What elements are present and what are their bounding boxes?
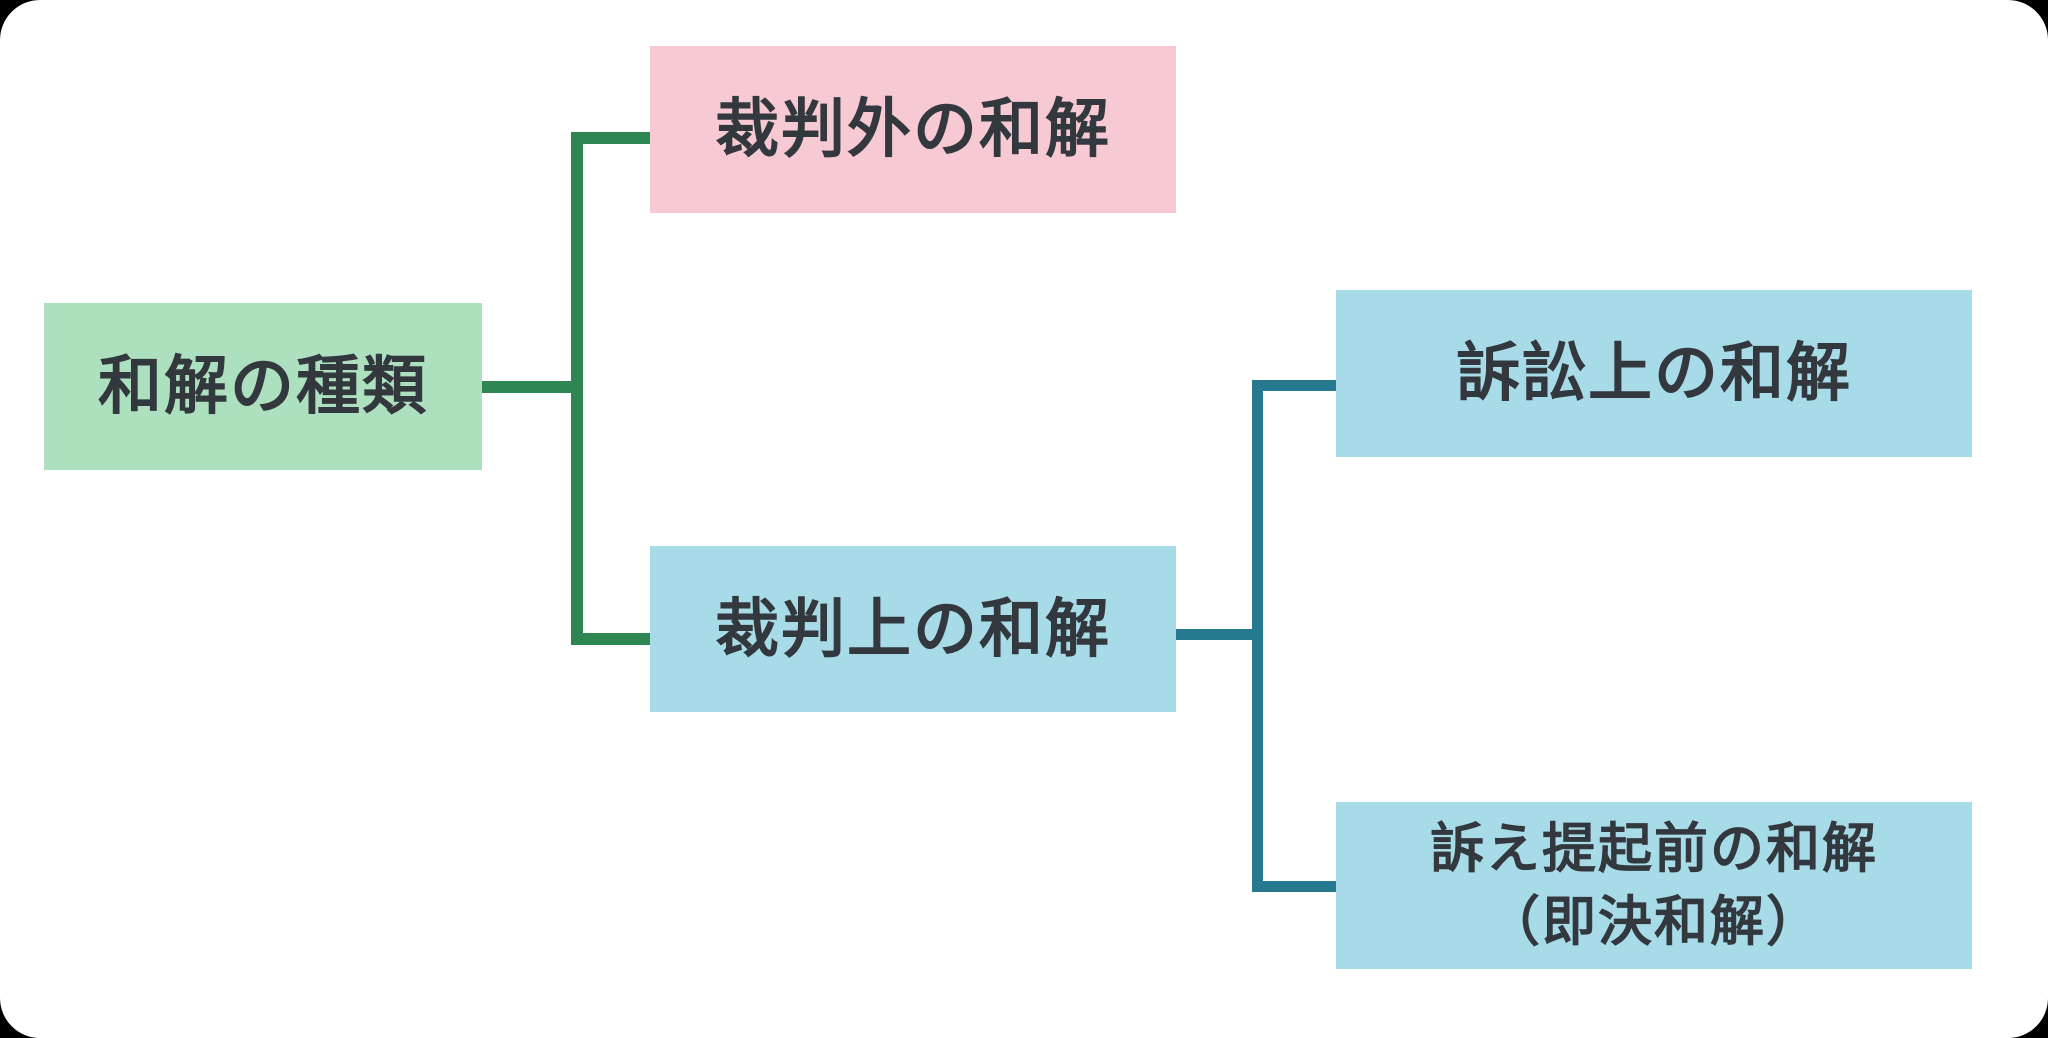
connector-to-in-court <box>571 633 650 645</box>
connector-level2-trunk <box>1252 380 1263 892</box>
node-out-of-court-settlement: 裁判外の和解 <box>650 46 1176 213</box>
node-in-court-settlement-label: 裁判上の和解 <box>715 592 1111 665</box>
node-pre-filing-settlement-label-line2: （即決和解） <box>1486 891 1822 952</box>
node-litigation-settlement: 訴訟上の和解 <box>1336 290 1972 457</box>
node-pre-filing-settlement-label-line1: 訴え提起前の和解 <box>1430 818 1878 879</box>
node-out-of-court-settlement-label: 裁判外の和解 <box>715 93 1111 166</box>
connector-to-out-of-court <box>571 132 650 144</box>
connector-incourt-to-trunk <box>1176 629 1262 640</box>
connector-to-litigation <box>1252 380 1336 391</box>
node-pre-filing-settlement: 訴え提起前の和解 （即決和解） <box>1336 802 1972 969</box>
node-settlement-types-label: 和解の種類 <box>98 350 428 423</box>
connector-root-to-trunk <box>482 381 583 393</box>
node-in-court-settlement: 裁判上の和解 <box>650 546 1176 712</box>
node-settlement-types: 和解の種類 <box>44 303 482 470</box>
connector-to-pre-filing <box>1252 881 1336 892</box>
connector-level1-trunk <box>571 132 583 645</box>
node-litigation-settlement-label: 訴訟上の和解 <box>1456 337 1852 410</box>
